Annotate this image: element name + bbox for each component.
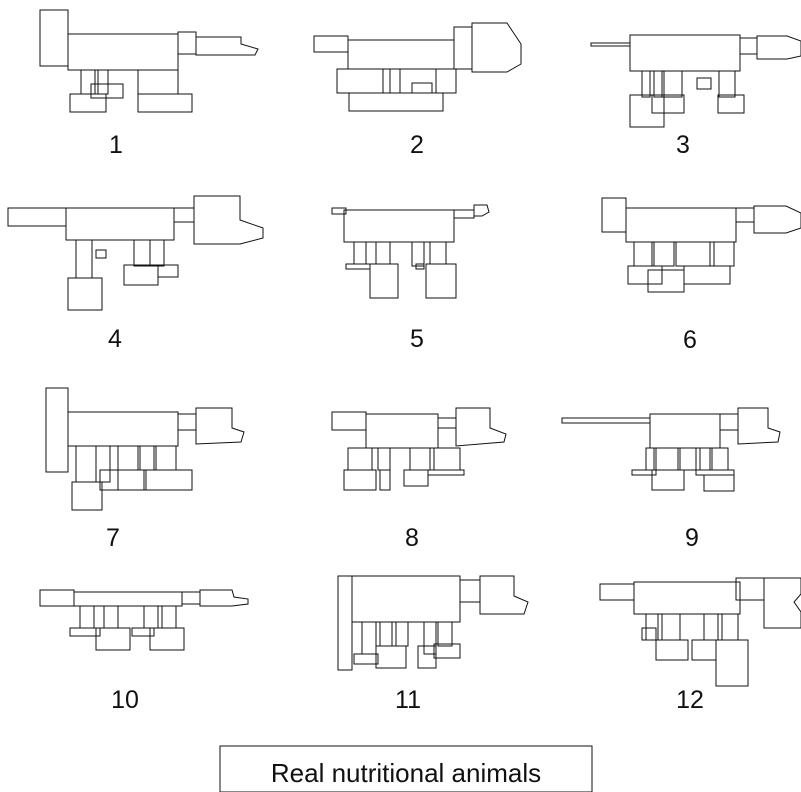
- caption-text: Real nutritional animals: [271, 758, 541, 788]
- animal-figure-9: [561, 407, 781, 492]
- animal-figure-10: [39, 589, 249, 651]
- animal-figure-7: [45, 387, 245, 511]
- animal-figure-5: [331, 204, 490, 299]
- animal-figure-12: [599, 577, 801, 687]
- figure-label-10: 10: [111, 686, 139, 714]
- caption-box: Real nutritional animals: [219, 745, 593, 792]
- animal-figure-1: [39, 9, 259, 113]
- animal-figure-4: [7, 195, 264, 311]
- figure-label-12: 12: [676, 686, 704, 714]
- figure-label-9: 9: [685, 524, 699, 552]
- animal-figure-2: [313, 22, 522, 112]
- figure-label-11: 11: [395, 686, 421, 714]
- animal-figure-11: [337, 575, 529, 671]
- figure-label-4: 4: [108, 325, 122, 353]
- figure-label-7: 7: [106, 524, 120, 552]
- animal-figure-6: [601, 197, 801, 293]
- animal-figure-8: [331, 407, 507, 491]
- figure-label-5: 5: [410, 325, 424, 353]
- figure-label-1: 1: [109, 131, 123, 159]
- figure-label-2: 2: [410, 131, 424, 159]
- figure-label-6: 6: [683, 326, 697, 354]
- animal-figure-3: [590, 34, 801, 128]
- figure-label-3: 3: [676, 131, 690, 159]
- figure-label-8: 8: [405, 524, 419, 552]
